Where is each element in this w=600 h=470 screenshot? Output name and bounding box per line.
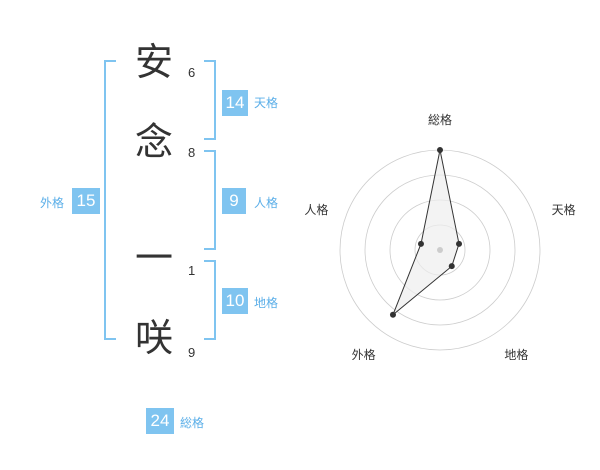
tenkaku-value: 14 (222, 90, 248, 116)
jinkaku-label: 人格 (254, 196, 279, 210)
tenkaku-label: 天格 (254, 96, 279, 110)
soukaku-value: 24 (146, 408, 174, 434)
stroke-count-1: 6 (188, 65, 196, 80)
radar-point (448, 263, 455, 270)
chikaku-value: 10 (222, 288, 248, 314)
name-char-2: 念 (134, 120, 173, 164)
stroke-count-2: 8 (188, 145, 196, 160)
radar-center (437, 247, 443, 253)
gaikaku-value: 15 (72, 188, 100, 214)
radar-axis-label: 総格 (428, 112, 452, 127)
radar-axis-label: 外格 (352, 347, 376, 360)
chikaku-bracket (204, 260, 216, 340)
radar-axis-label: 人格 (304, 202, 328, 217)
jinkaku-bracket (204, 150, 216, 250)
radar-point (456, 240, 463, 247)
tenkaku-bracket (204, 60, 216, 140)
name-char-4: 咲 (134, 316, 173, 360)
name-char-1: 安 (134, 40, 173, 84)
stroke-count-4: 9 (188, 345, 196, 360)
radar-axis-label: 天格 (552, 202, 576, 217)
radar-point (417, 240, 424, 247)
chikaku-label: 地格 (254, 296, 279, 310)
name-char-3: 一 (134, 236, 173, 280)
radar-axis-label: 地格 (504, 347, 528, 360)
jinkaku-value: 9 (222, 188, 246, 214)
gaikaku-label: 外格 (40, 196, 65, 210)
radar-point (437, 147, 443, 153)
stroke-count-3: 1 (188, 263, 196, 278)
gaikaku-bracket (104, 60, 116, 340)
radar-polygon (392, 149, 460, 316)
soukaku-label: 総格 (180, 416, 205, 430)
radar-point (389, 311, 396, 318)
